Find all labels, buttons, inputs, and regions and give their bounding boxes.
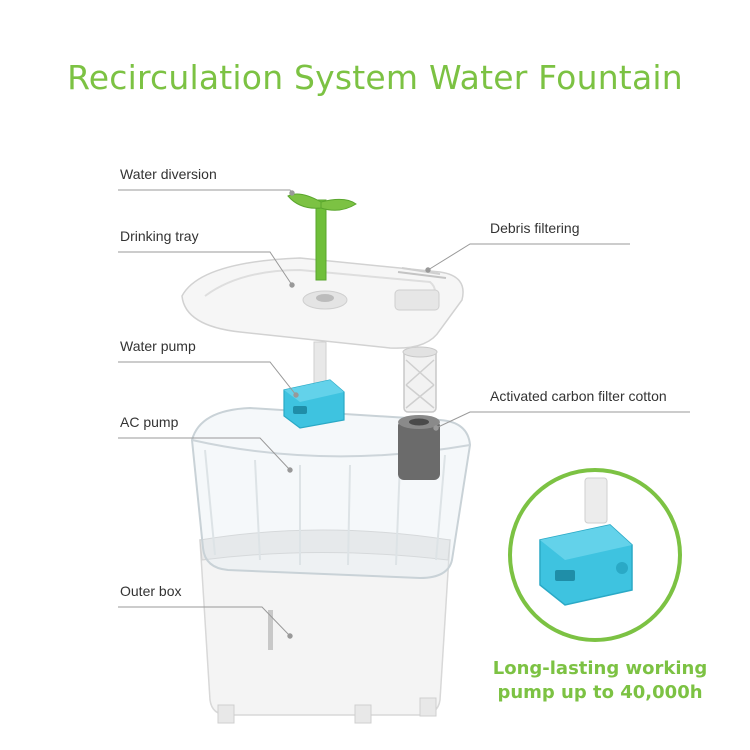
label-drinking-tray: Drinking tray [120, 228, 199, 244]
callout-line-1: Long-lasting working [492, 658, 708, 679]
water-pump-part [283, 341, 345, 429]
pump-callout-text: Long-lasting working pump up to 40,000h [470, 657, 730, 705]
callout-line-2: pump up to 40,000h [497, 682, 703, 703]
label-carbon-filter: Activated carbon filter cotton [490, 388, 667, 404]
water-diversion-part [287, 193, 357, 281]
label-water-pump: Water pump [120, 338, 196, 354]
label-ac-pump: AC pump [120, 414, 179, 430]
drinking-tray-part [181, 257, 464, 349]
label-outer-box: Outer box [120, 583, 182, 599]
leader-lines [118, 189, 690, 639]
outer-box-part [199, 529, 451, 724]
pump-zoom-callout [508, 468, 682, 642]
label-water-diversion: Water diversion [120, 166, 217, 182]
debris-filter-cage-part [402, 346, 438, 413]
label-debris-filtering: Debris filtering [490, 220, 580, 236]
page-title: Recirculation System Water Fountain [67, 58, 683, 97]
carbon-filter-part [398, 415, 440, 480]
